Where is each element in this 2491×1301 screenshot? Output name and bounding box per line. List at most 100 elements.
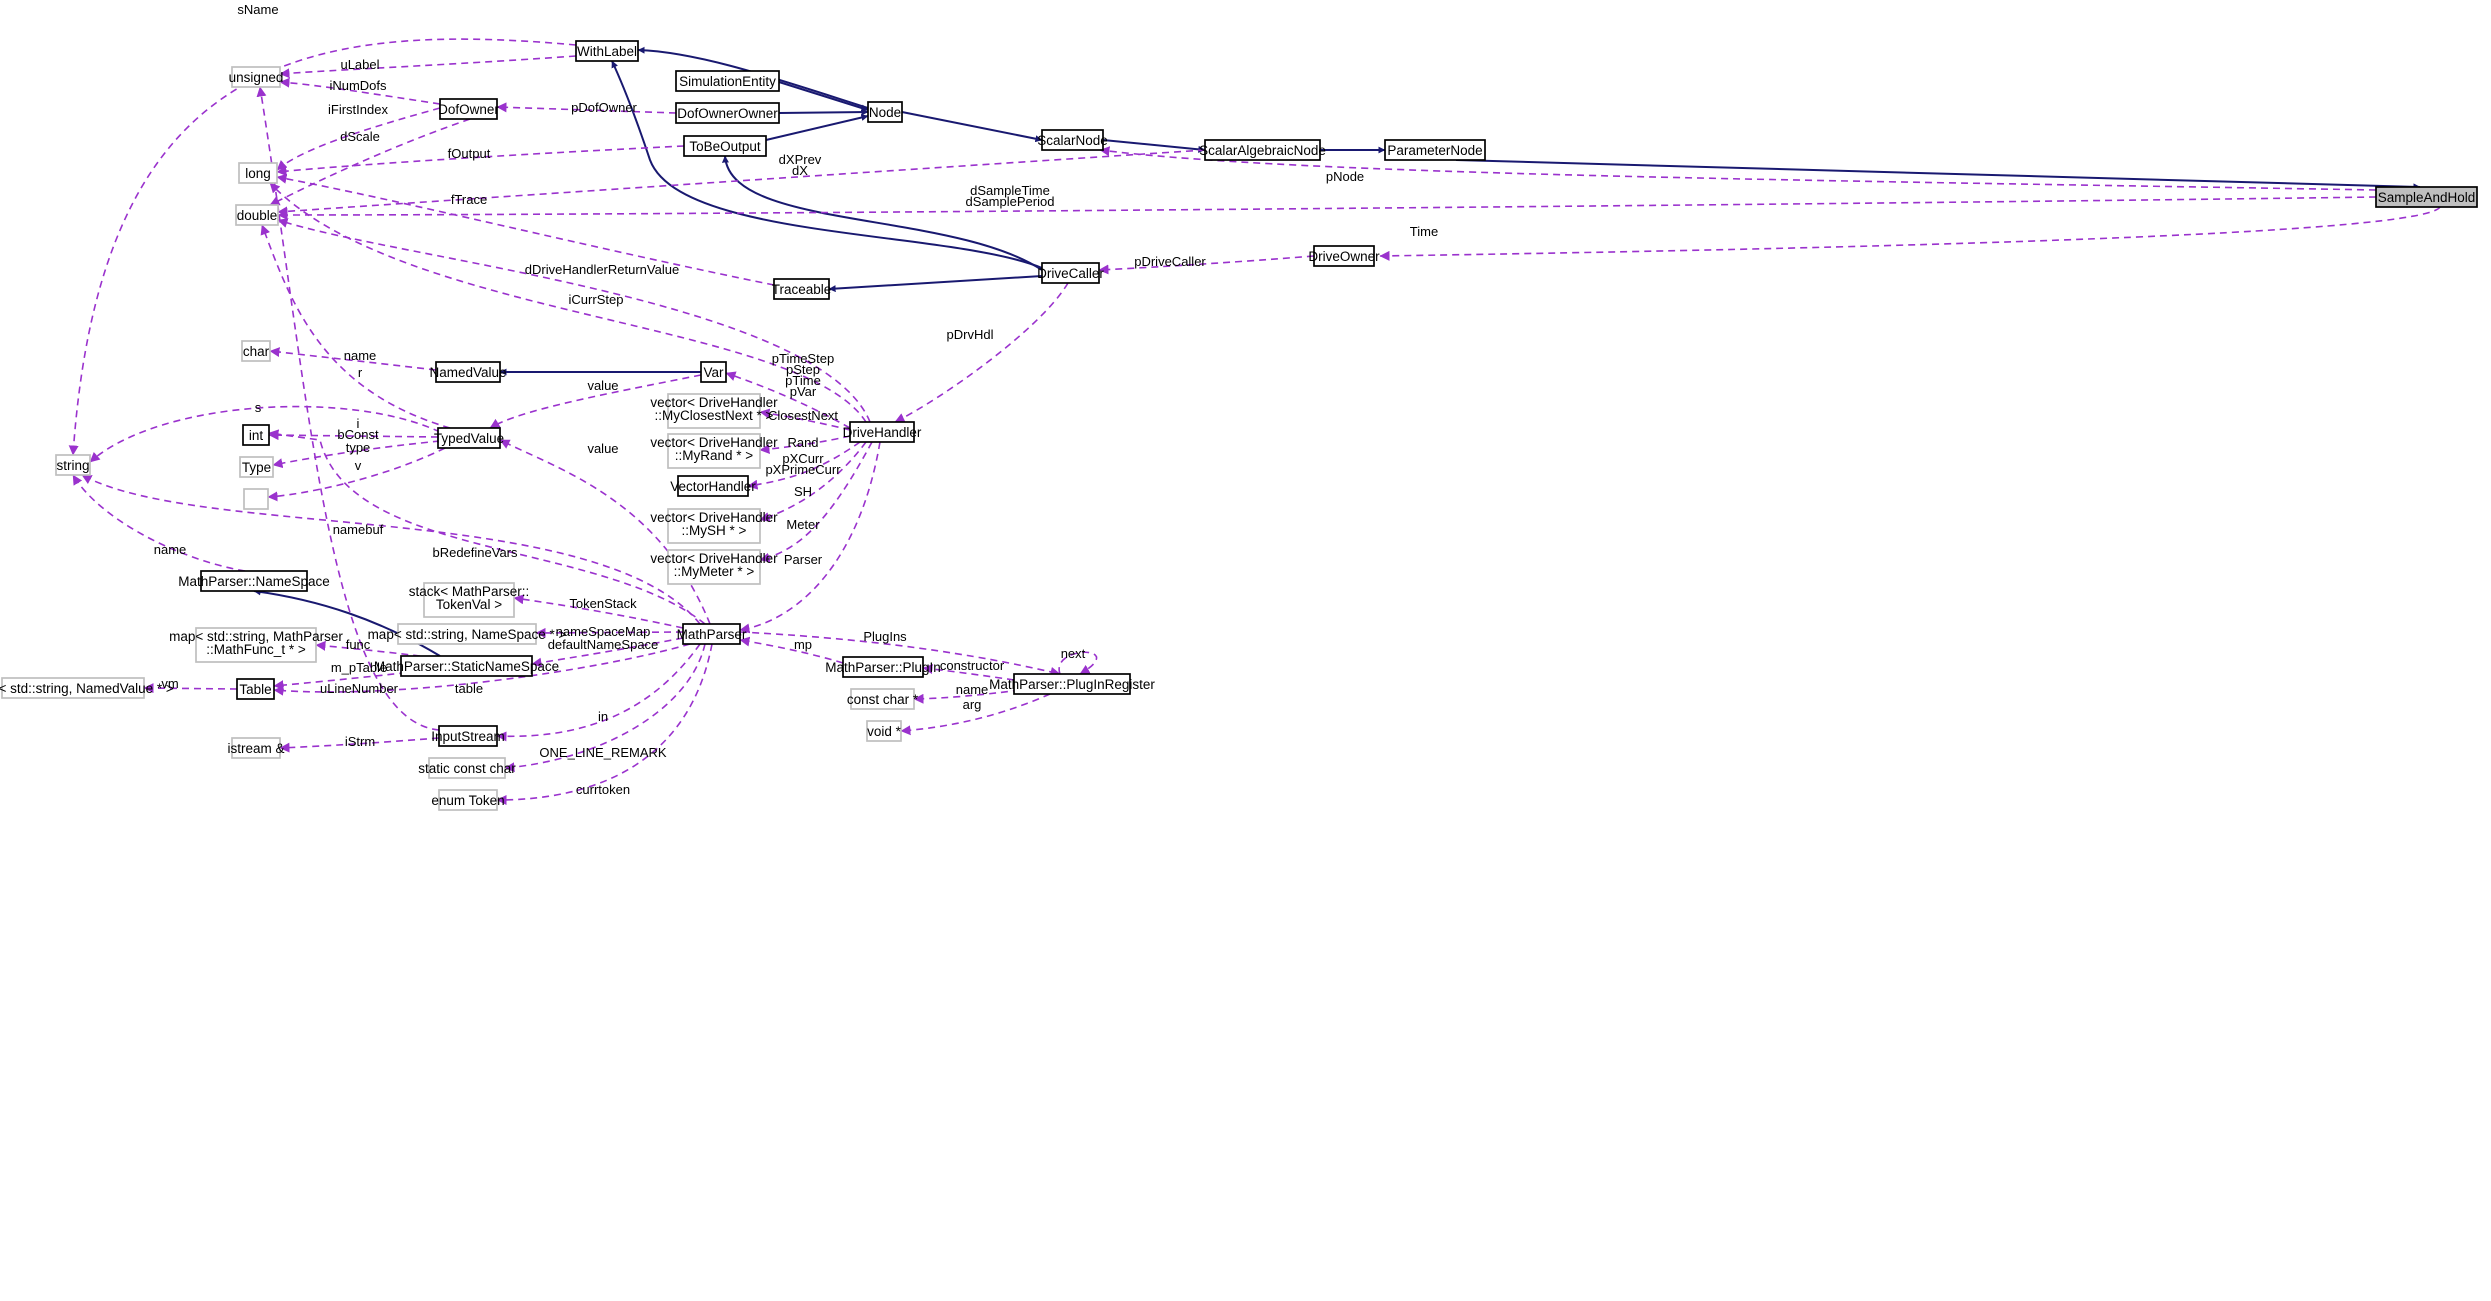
usage-edge-typedvalue-to-type xyxy=(272,440,441,469)
node-box xyxy=(682,623,741,645)
class-node-withlabel[interactable]: WithLabel xyxy=(575,40,639,62)
class-node-staticnamespace[interactable]: MathParser::StaticNameSpace xyxy=(374,655,559,677)
node-box xyxy=(236,678,275,700)
edge-label-ddrivehandlerreturnvalue: dDriveHandlerReturnValue xyxy=(525,262,679,277)
class-node-sampleandhold[interactable]: SampleAndHold xyxy=(2375,186,2478,208)
usage-edge-mathparser-to-enumtoken xyxy=(496,643,713,805)
node-label: vector< DriveHandler xyxy=(650,551,778,566)
node-box xyxy=(231,66,281,88)
usage-edge-typedvalue-to-int xyxy=(268,430,439,441)
edge-label-pnode: pNode xyxy=(1326,169,1364,184)
node-label: ToBeOutput xyxy=(689,139,761,154)
edge-label-name: name xyxy=(956,682,989,697)
class-node-pluginregister[interactable]: MathParser::PlugInRegister xyxy=(989,673,1155,695)
class-node-scalarnode[interactable]: ScalarNode xyxy=(1037,129,1108,151)
edge-label-s: s xyxy=(255,400,262,415)
class-node-table[interactable]: Table xyxy=(236,678,275,700)
class-node-driveowner[interactable]: DriveOwner xyxy=(1308,245,1380,267)
node-box xyxy=(1384,139,1486,161)
class-node-simulationentity[interactable]: SimulationEntity xyxy=(675,70,780,92)
node-box xyxy=(667,433,761,469)
node-box xyxy=(438,725,498,747)
class-node-scalaralgebraicnode[interactable]: ScalarAlgebraicNode xyxy=(1199,139,1326,161)
node-label: int xyxy=(249,428,264,443)
edge-label-meter: Meter xyxy=(786,517,820,532)
class-node-parameternode[interactable]: ParameterNode xyxy=(1384,139,1486,161)
class-node-namespace[interactable]: MathParser::NameSpace xyxy=(178,570,330,592)
usage-edge-drivehandler-to-long xyxy=(269,182,867,423)
edge-label-ifirstindex: iFirstIndex xyxy=(328,102,388,117)
node-label: long xyxy=(245,166,271,181)
node-label: vector< DriveHandler xyxy=(650,435,778,450)
node-label: ScalarNode xyxy=(1037,133,1108,148)
edge-label-ptime: pTime xyxy=(785,373,821,388)
node-label: void * xyxy=(867,724,902,739)
edge-label-pxcurr: pXCurr xyxy=(782,451,824,466)
node-label: MathParser::PlugInRegister xyxy=(989,677,1155,692)
usage-edge-drivehandler-to-vecsh xyxy=(759,441,867,522)
node-label: map< std::string, MathParser xyxy=(169,629,343,644)
class-node-namedvalue[interactable]: NamedValue xyxy=(429,361,507,383)
node-label: Traceable xyxy=(772,282,832,297)
node-label: DriveOwner xyxy=(1308,249,1380,264)
class-node-drivecaller[interactable]: DriveCaller xyxy=(1037,262,1104,284)
node-label: map< std::string, NamedValue * > xyxy=(0,681,174,696)
class-node-traceable[interactable]: Traceable xyxy=(772,278,832,300)
edge-label-namebuf: namebuf xyxy=(333,522,384,537)
node-label: DriveHandler xyxy=(843,425,922,440)
node-box xyxy=(842,656,924,678)
node-box xyxy=(195,627,317,663)
usage-edge-tobeoutput-to-long xyxy=(276,145,685,177)
edge-label-time: Time xyxy=(1410,224,1438,239)
edge-label-i: i xyxy=(357,416,360,431)
node-box xyxy=(677,475,749,497)
class-node-vecsh: vector< DriveHandler::MySH * > xyxy=(650,508,778,544)
edge-label-arg: arg xyxy=(963,697,982,712)
class-node-dofownerowner[interactable]: DofOwnerOwner xyxy=(675,102,780,124)
node-label: VectorHandler xyxy=(670,479,756,494)
edge-label-vm: vm xyxy=(161,676,178,691)
class-node-var[interactable]: Var xyxy=(700,361,727,383)
usage-edge-pluginregister-to-pluginregister xyxy=(1058,651,1098,675)
inheritance-edge-tobeoutput-to-drivecaller xyxy=(721,155,1043,271)
node-box xyxy=(238,162,278,184)
usage-edge-drivehandler-to-vectorhandler xyxy=(747,441,861,490)
node-box xyxy=(435,361,501,383)
node-box xyxy=(1,677,145,699)
inheritance-edge-withlabel-to-node xyxy=(637,46,869,109)
class-node-vectorhandler[interactable]: VectorHandler xyxy=(670,475,756,497)
node-label: ScalarAlgebraicNode xyxy=(1199,143,1326,158)
class-node-drivehandler[interactable]: DriveHandler xyxy=(843,421,922,443)
class-node-typedvalue[interactable]: TypedValue xyxy=(434,427,504,449)
usage-edge-mathparser-to-staticnamespace xyxy=(531,637,684,668)
class-node-double: double xyxy=(235,204,279,226)
label-layer: pNodedSampleTimedSamplePeriodTimedXPrevd… xyxy=(154,2,1438,797)
edge-label-dsampletime: dSampleTime xyxy=(970,183,1050,198)
class-node-dofowner[interactable]: DofOwner xyxy=(438,98,499,120)
usage-edge-var-to-typedvalue xyxy=(489,374,702,429)
usage-edge-drivehandler-to-vecmeter xyxy=(759,441,873,563)
inheritance-edge-node-to-scalarnode xyxy=(901,111,1043,143)
class-node-inputstream[interactable]: InputStream xyxy=(431,725,505,747)
node-label: MathParser xyxy=(677,627,747,642)
node-label: double xyxy=(237,208,278,223)
class-node-int[interactable]: int xyxy=(242,424,270,446)
node-box xyxy=(675,102,780,124)
class-node-mathparser[interactable]: MathParser xyxy=(677,623,747,645)
usage-edge-dofownerowner-to-dofowner xyxy=(496,102,677,114)
class-node-plugin[interactable]: MathParser::PlugIn xyxy=(825,656,941,678)
edge-label-name: name xyxy=(154,542,187,557)
inheritance-edge-simulationentity-to-node xyxy=(778,81,869,112)
class-node-blank xyxy=(243,488,269,510)
node-label: TypedValue xyxy=(434,431,504,446)
class-node-voidptr: void * xyxy=(866,720,902,742)
class-node-node[interactable]: Node xyxy=(867,101,903,123)
usage-edge-mathparser-to-staticconstchar xyxy=(504,643,706,773)
node-label: DriveCaller xyxy=(1037,266,1104,281)
usage-edge-driveowner-to-drivecaller xyxy=(1098,255,1315,275)
edge-label-v: v xyxy=(355,458,362,473)
node-box xyxy=(773,278,830,300)
node-label: ::MyClosestNext * > xyxy=(655,408,774,423)
class-node-tobeoutput[interactable]: ToBeOutput xyxy=(683,135,767,157)
node-label: ::MyRand * > xyxy=(675,448,754,463)
